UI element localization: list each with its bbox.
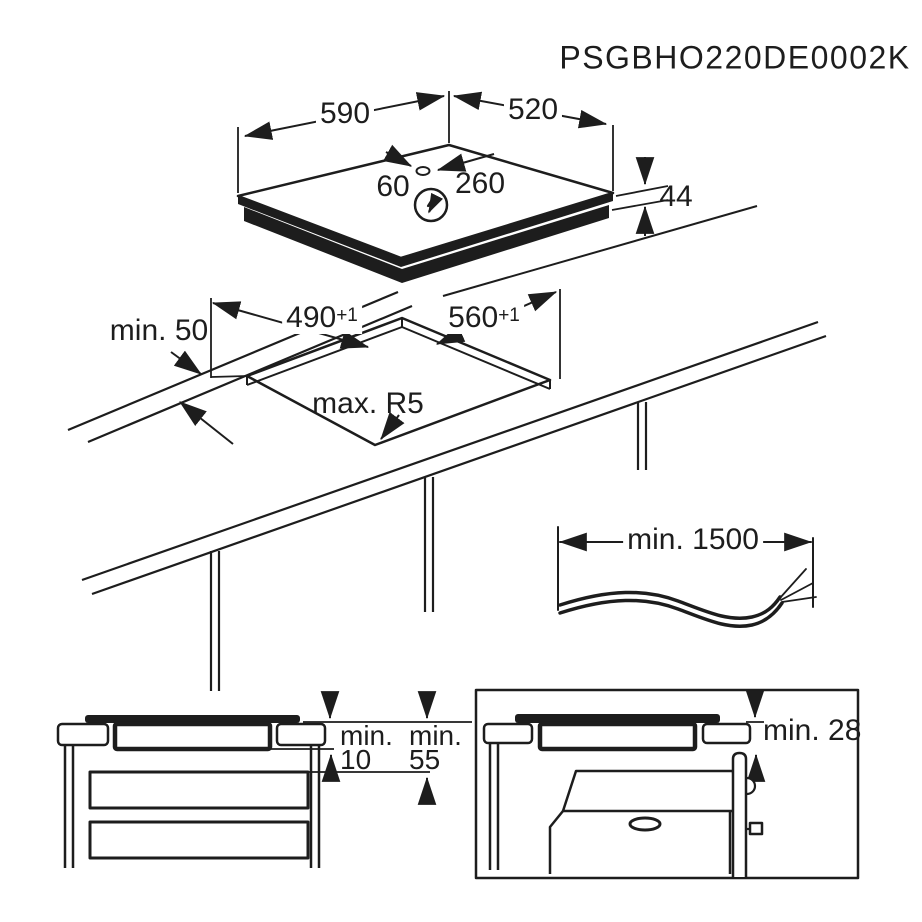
- oven-hinge-knob: [748, 821, 764, 836]
- electrical-connection-icon: [413, 187, 449, 223]
- dimension-560-label: 560+1: [444, 302, 524, 334]
- min-10-label: min. 10: [340, 720, 393, 775]
- hob-glass-side: [515, 714, 720, 723]
- power-cable-diagram: [557, 526, 817, 628]
- oven-clearance-view: [474, 688, 860, 880]
- dimension-260-label: 260: [454, 167, 506, 200]
- cable-entry-point: [415, 166, 431, 176]
- hob-body: [112, 721, 273, 752]
- min-50-label: min. 50: [109, 314, 209, 347]
- model-code: PSGBHO220DE0002K: [559, 39, 911, 76]
- dimension-520-label: 520: [503, 94, 563, 126]
- dimension-590-label: 590: [315, 98, 375, 130]
- drawer-upper: [88, 770, 310, 810]
- oven-handle: [628, 816, 662, 832]
- dimension-490-label: 490+1: [282, 302, 362, 334]
- min-28-label: min. 28: [763, 714, 862, 747]
- hob-glass-side: [85, 715, 300, 723]
- max-r5-label: max. R5: [312, 387, 424, 420]
- worktop-cutout-view: [67, 289, 827, 691]
- oven: [548, 751, 764, 877]
- hob-body: [537, 721, 698, 752]
- drawer-clearance-view: [56, 691, 472, 868]
- min-55-label: min. 55: [409, 720, 462, 775]
- hob-isometric-view: [236, 91, 758, 297]
- dimension-44-label: 44: [659, 180, 693, 213]
- dimension-60-label: 60: [376, 170, 410, 203]
- drawer-lower: [88, 820, 310, 860]
- view-frame: [474, 688, 860, 880]
- min-1500-label: min. 1500: [623, 524, 763, 556]
- wire-ends: [779, 568, 817, 603]
